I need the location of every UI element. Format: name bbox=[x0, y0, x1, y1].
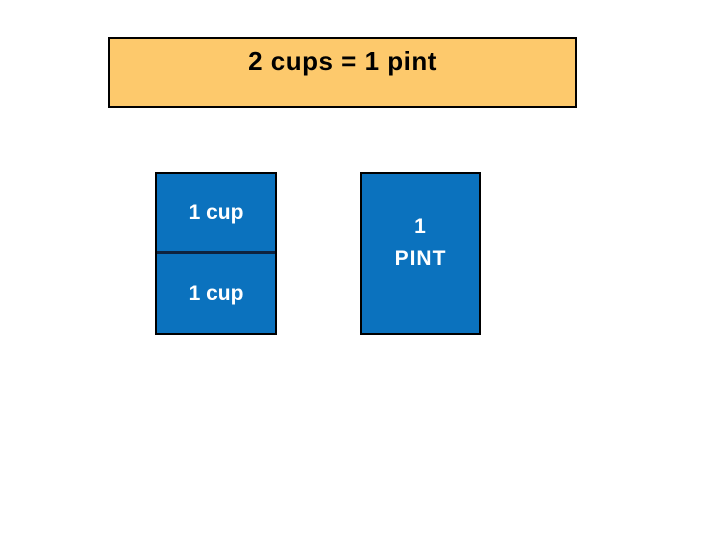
cup-cell-1: 1 cup bbox=[157, 174, 275, 254]
slide-title: 2 cups = 1 pint bbox=[248, 46, 437, 76]
cup-cell-2: 1 cup bbox=[157, 254, 275, 333]
pint-label-line2: PINT bbox=[394, 246, 447, 270]
title-banner: 2 cups = 1 pint bbox=[108, 37, 577, 108]
cup-cell-1-label: 1 cup bbox=[188, 200, 244, 224]
cups-box: 1 cup 1 cup bbox=[155, 172, 277, 335]
pint-label-line1: 1 bbox=[414, 214, 427, 238]
cup-cell-2-label: 1 cup bbox=[188, 281, 244, 305]
pint-label: 1 PINT bbox=[395, 211, 447, 275]
pint-box: 1 PINT bbox=[360, 172, 481, 335]
